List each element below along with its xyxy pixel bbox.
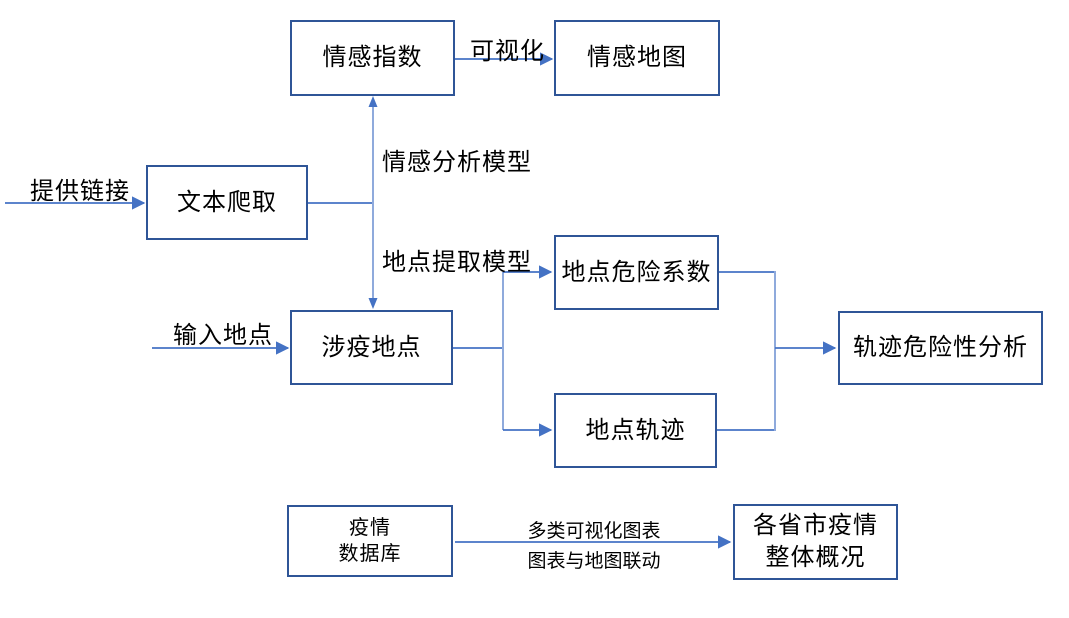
arrowhead-to-epidemic-location bbox=[368, 298, 378, 309]
node-text-crawl-label: 文本爬取 bbox=[177, 188, 277, 216]
node-sentiment-map-label: 情感地图 bbox=[587, 44, 687, 72]
edge-label-visualization: 可视化 bbox=[470, 38, 545, 65]
node-epidemic-database-line1: 疫情 bbox=[349, 516, 391, 539]
node-epidemic-location: 涉疫地点 bbox=[290, 310, 453, 385]
arrowhead-to-sentiment-index bbox=[368, 96, 378, 107]
node-location-track-label: 地点轨迹 bbox=[585, 416, 686, 444]
node-sentiment-index: 情感指数 bbox=[290, 20, 455, 96]
node-province-overview-line2: 整体概况 bbox=[765, 544, 866, 571]
node-location-risk-label: 地点危险系数 bbox=[561, 258, 712, 286]
edge-label-multi-chart: 多类可视化图表 bbox=[527, 521, 661, 542]
node-sentiment-index-label: 情感指数 bbox=[322, 44, 423, 72]
node-track-risk-analysis: 轨迹危险性分析 bbox=[838, 311, 1043, 385]
node-sentiment-map: 情感地图 bbox=[554, 20, 720, 96]
node-location-risk: 地点危险系数 bbox=[554, 235, 719, 310]
node-track-risk-analysis-label: 轨迹危险性分析 bbox=[853, 334, 1028, 362]
edge-label-input-location: 输入地点 bbox=[173, 322, 273, 349]
edge-label-location-model: 地点提取模型 bbox=[382, 249, 532, 276]
edge-label-provide-link: 提供链接 bbox=[30, 178, 130, 205]
edge-label-chart-map-link: 图表与地图联动 bbox=[527, 551, 661, 572]
edge-label-sentiment-model: 情感分析模型 bbox=[382, 149, 532, 176]
node-province-overview-line1: 各省市疫情 bbox=[753, 512, 878, 540]
node-epidemic-location-label: 涉疫地点 bbox=[321, 333, 422, 361]
node-epidemic-database-line2: 数据库 bbox=[338, 543, 402, 565]
node-location-track: 地点轨迹 bbox=[554, 393, 717, 468]
node-epidemic-database: 疫情 数据库 bbox=[287, 505, 453, 577]
node-text-crawl: 文本爬取 bbox=[146, 165, 308, 240]
node-province-overview: 各省市疫情 整体概况 bbox=[733, 504, 898, 580]
